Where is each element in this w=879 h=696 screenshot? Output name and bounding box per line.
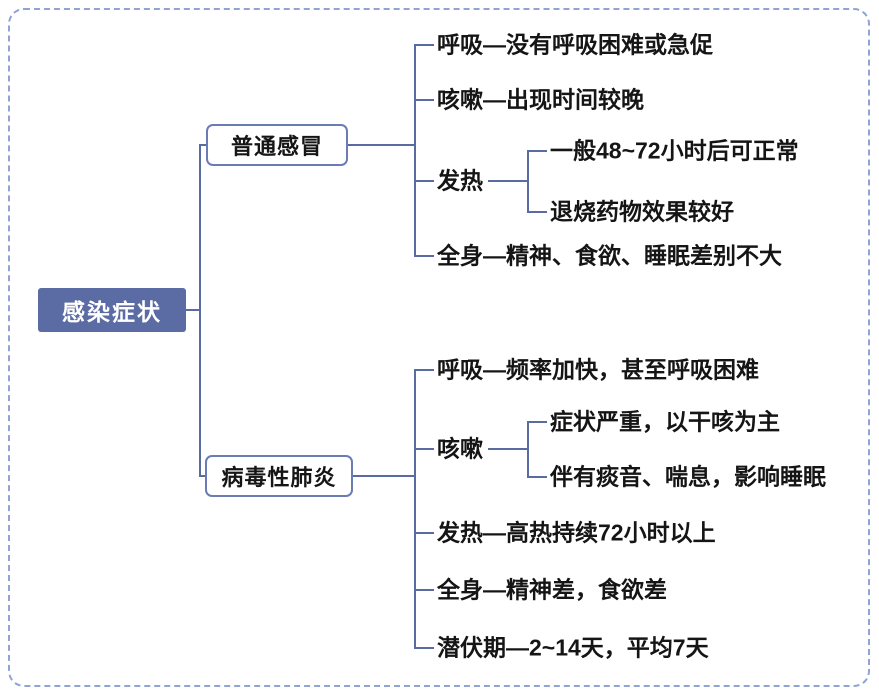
leaf-pneumonia-breathing: 呼吸—频率加快，甚至呼吸困难: [437, 356, 759, 383]
leaf-pneumonia-cough-dry: 症状严重，以干咳为主: [550, 408, 780, 435]
root-node-infection-symptoms: 感染症状: [38, 288, 186, 332]
cold-bracket-line: [347, 44, 434, 257]
leaf-pneumonia-whole-body: 全身—精神差，食欲差: [437, 576, 667, 603]
leaf-pneumonia-cough: 咳嗽: [437, 435, 483, 462]
leaf-cold-breathing: 呼吸—没有呼吸困难或急促: [437, 31, 713, 58]
leaf-pneumonia-fever: 发热—高热持续72小时以上: [437, 519, 716, 546]
pneumonia-cough-subbracket-line: [488, 421, 547, 478]
cold-fever-subbracket-line: [488, 150, 547, 213]
leaf-pneumonia-incubation: 潜伏期—2~14天，平均7天: [437, 634, 709, 661]
branch-node-common-cold: 普通感冒: [206, 124, 348, 166]
pneumonia-bracket-line: [352, 369, 434, 649]
branch-node-viral-pneumonia: 病毒性肺炎: [205, 455, 353, 497]
leaf-cold-fever-medicine: 退烧药物效果较好: [550, 198, 734, 225]
leaf-pneumonia-cough-phlegm: 伴有痰音、喘息，影响睡眠: [550, 463, 826, 490]
root-connector-line: [185, 144, 207, 477]
leaf-cold-whole-body: 全身—精神、食欲、睡眠差别不大: [437, 242, 782, 269]
leaf-cold-cough: 咳嗽—出现时间较晚: [437, 86, 644, 113]
leaf-cold-fever-duration: 一般48~72小时后可正常: [550, 137, 799, 164]
leaf-cold-fever: 发热: [437, 167, 483, 194]
